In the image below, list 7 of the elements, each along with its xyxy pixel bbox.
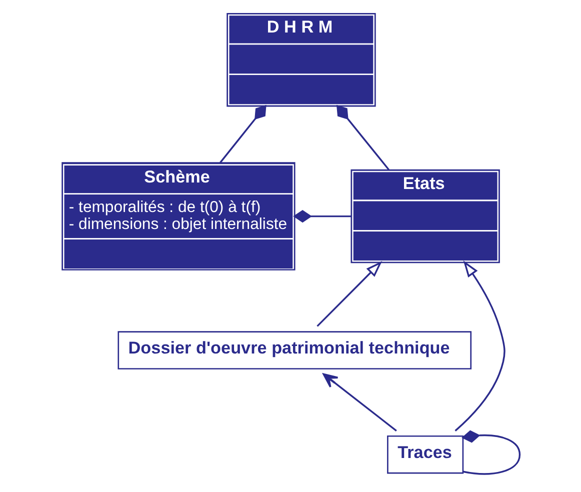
arrow xyxy=(454,260,505,432)
connector xyxy=(292,210,351,223)
arrow xyxy=(322,373,396,432)
arrow xyxy=(316,260,382,327)
connector xyxy=(336,104,389,170)
connector xyxy=(219,104,266,164)
connector xyxy=(461,430,520,475)
